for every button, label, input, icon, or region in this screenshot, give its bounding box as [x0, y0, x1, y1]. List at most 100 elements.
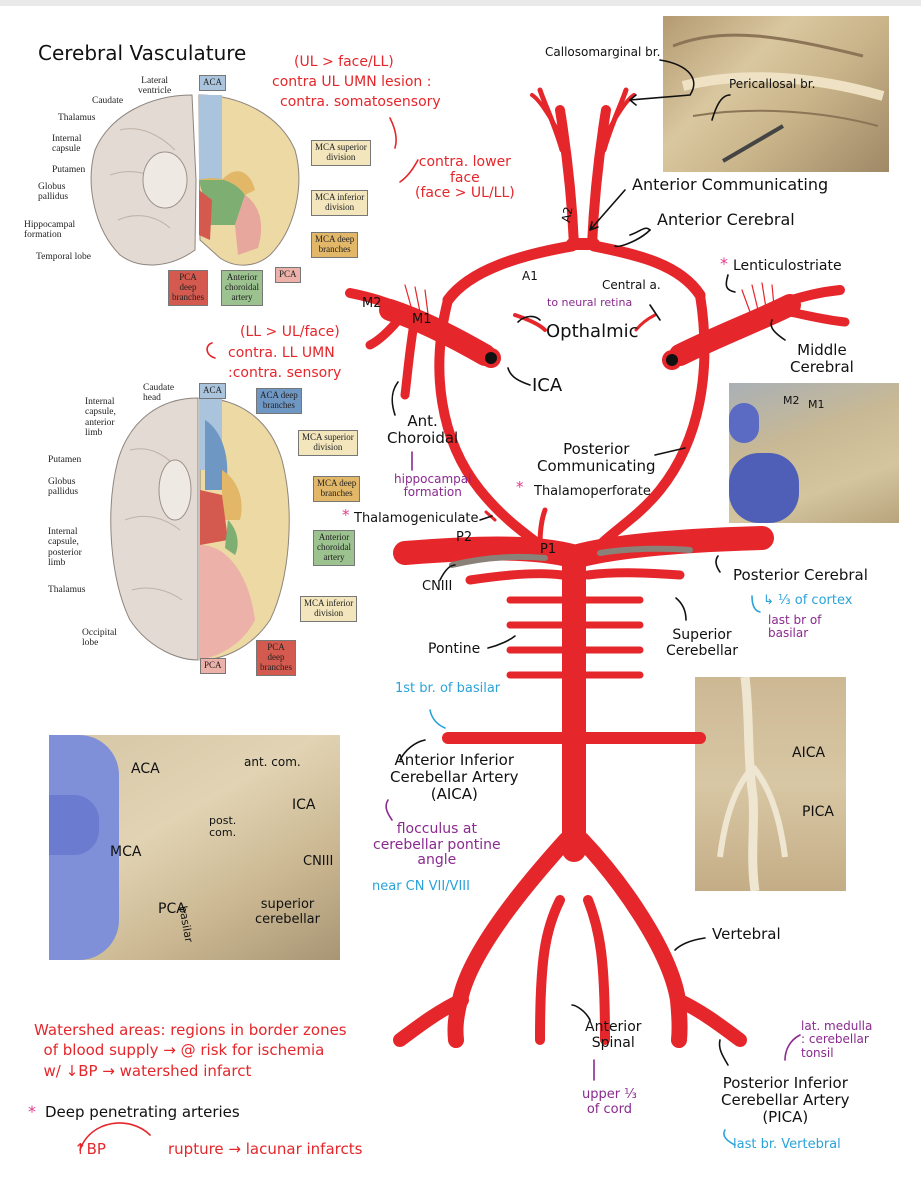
label-thalamus-axial: Thalamus [48, 585, 86, 595]
photo-label-mca: MCA [110, 844, 142, 860]
label-aica: Anterior Inferior Cerebellar Artery (AIC… [390, 751, 519, 803]
label-callosomarginal: Callosomarginal br. [545, 45, 661, 59]
posterior-communicating-left [434, 295, 545, 550]
photo-ventral-brain [729, 383, 899, 523]
note-mca-sup-1: (UL > face/LL) [294, 54, 394, 70]
label-thalamoperforate: Thalamoperforate [534, 484, 651, 499]
label-flocculus: flocculus at cerebellar pontine angle [373, 821, 501, 869]
label-temporal-lobe: Temporal lobe [36, 252, 91, 262]
label-ic-anterior: Internal capsule, anterior limb [85, 397, 116, 439]
label-anterior-communicating: Anterior Communicating [632, 175, 829, 194]
box-mca-superior: MCA superior division [311, 140, 371, 166]
label-lenticulostriate: Lenticulostriate [733, 258, 842, 274]
photo-label-ant-com: ant. com. [244, 755, 301, 769]
photo-label-ica: ICA [292, 797, 316, 813]
photo-circle-of-willis [49, 735, 340, 960]
box-mca-superior-axial: MCA superior division [298, 430, 358, 456]
a2-right-vessel [587, 105, 611, 250]
pca-right-vessel [566, 526, 774, 568]
label-upper-third-cord: upper ⅓ of cord [582, 1087, 637, 1117]
label-near-cn-vii-viii: near CN VII/VIII [372, 879, 470, 894]
label-putamen: Putamen [52, 165, 86, 175]
label-pica: Posterior Inferior Cerebellar Artery (PI… [721, 1074, 850, 1126]
cn3-right-nerve [597, 545, 693, 556]
box-pca-deep: PCA deep branches [168, 270, 208, 306]
label-hippocampal-formation: Hippocampal formation [24, 220, 76, 241]
label-lat-medulla: lat. medulla : cerebellar tonsil [801, 1019, 873, 1060]
note-star: * [28, 1102, 36, 1121]
label-m1: M1 [412, 312, 432, 327]
label-last-br-basilar: last br of basilar [768, 613, 822, 641]
photo-label-m1: M1 [808, 398, 825, 411]
label-posterior-cerebral: Posterior Cerebral [733, 566, 868, 584]
pca-left-vessel [393, 536, 584, 568]
note-mca-inf: contra. lower face (face > UL/LL) [415, 154, 515, 202]
photo-label-cn3: CNIII [303, 854, 334, 869]
box-anterior-choroidal: Anterior choroidal artery [221, 270, 263, 306]
note-mca-sup-2: contra UL UMN lesion : [272, 74, 432, 90]
label-thalamus: Thalamus [58, 113, 96, 123]
a1-left-vessel [442, 240, 578, 306]
superior-cerebellar-left [465, 569, 567, 585]
label-a2: A2 [558, 205, 576, 224]
label-p2: P2 [456, 530, 473, 545]
label-anterior-spinal: Anterior Spinal [585, 1019, 642, 1051]
pica-right-vessel [671, 993, 747, 1047]
photo-label-aca: ACA [131, 761, 160, 777]
posterior-communicating-right [595, 290, 710, 550]
box-pca-deep-axial: PCA deep branches [256, 640, 296, 676]
note-aca-2: contra. LL UMN [228, 345, 335, 361]
label-middle-cerebral: Middle Cerebral [790, 341, 854, 376]
label-lateral-ventricle: Lateral ventricle [138, 76, 172, 97]
note-aca-1: (LL > UL/face) [240, 324, 340, 340]
star-thalamogeniculate: * [342, 506, 350, 524]
m2-right-branch-lower [785, 307, 850, 327]
label-vertebral: Vertebral [712, 925, 781, 943]
label-ica: ICA [532, 375, 563, 396]
star-thalamoperforate: * [516, 478, 524, 496]
box-anterior-choroidal-axial: Anterior choroidal artery [313, 530, 355, 566]
anterior-choroidal-vessel [400, 313, 420, 400]
cn3-left-nerve [449, 553, 548, 568]
label-globus-pallidus-axial: Globus pallidus [48, 477, 79, 498]
note-watershed: Watershed areas: regions in border zones… [34, 1021, 347, 1080]
label-pontine: Pontine [428, 641, 481, 657]
label-cn3: CNIII [422, 579, 453, 594]
label-anterior-cerebral: Anterior Cerebral [657, 210, 795, 229]
vertebral-left [447, 832, 574, 1048]
box-pca-axial: PCA [200, 658, 226, 674]
m2-left-branch-upper [345, 288, 400, 311]
label-globus-pallidus: Globus pallidus [38, 182, 69, 203]
label-last-br-vertebral: last br. Vertebral [733, 1137, 841, 1152]
box-aca-axial: ACA [199, 383, 227, 399]
vertebral-right [574, 832, 688, 1048]
label-ophthalmic: Opthalmic [546, 321, 639, 342]
box-mca-deep-axial: MCA deep branches [313, 476, 361, 502]
photo-label-pca: PCA [158, 901, 186, 917]
label-thalamogeniculate: Thalamogeniculate [354, 511, 479, 526]
label-hippocampal-formation-diagram: hippocampal formation [394, 472, 472, 500]
label-m2: M2 [362, 296, 382, 311]
label-first-br-basilar: 1st br. of basilar [395, 681, 501, 696]
anterior-spinal-right [583, 895, 610, 1045]
box-pca: PCA [275, 267, 301, 283]
photo-medial-brain [663, 16, 889, 172]
label-internal-capsule: Internal capsule [52, 134, 82, 155]
m1-right-vessel [669, 294, 801, 366]
a2-left-vessel [555, 105, 579, 250]
label-central-a: Central a. [602, 278, 661, 292]
m2-left-branch-lower [365, 313, 405, 350]
photo-label-aica: AICA [792, 745, 826, 761]
photo-basilar [695, 677, 846, 891]
page-title: Cerebral Vasculature [38, 41, 247, 65]
photo-label-m2: M2 [783, 394, 800, 407]
label-occipital-lobe: Occipital lobe [82, 628, 117, 649]
box-aca-deep: ACA deep branches [256, 388, 302, 414]
box-mca-inferior: MCA inferior division [311, 190, 369, 216]
label-superior-cerebellar: Superior Cerebellar [666, 627, 739, 659]
photo-label-pica: PICA [802, 804, 834, 820]
label-pericallosal: Pericallosal br. [729, 77, 816, 91]
m1-left-vessel [379, 299, 496, 366]
label-caudate-head: Caudate head [143, 383, 175, 404]
